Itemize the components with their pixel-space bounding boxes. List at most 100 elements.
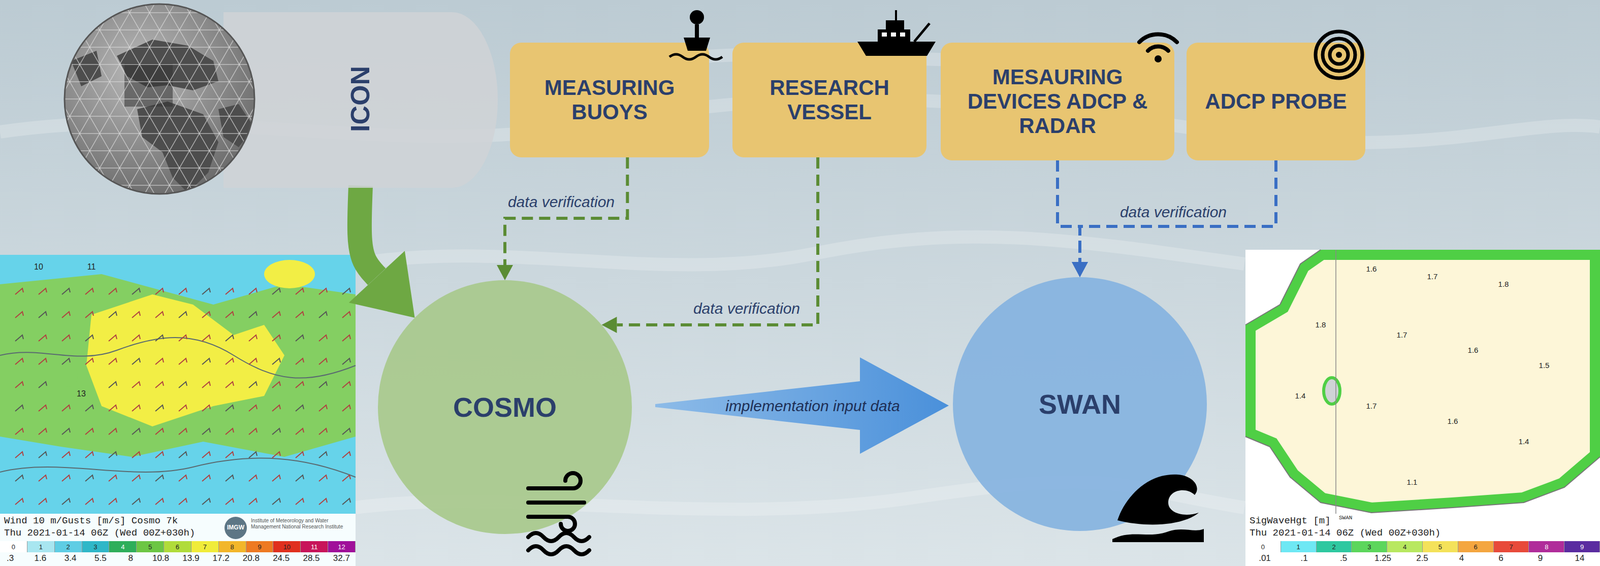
wind-barb: [272, 428, 281, 435]
wind-barb: [225, 381, 234, 389]
scale-value: 6: [1498, 553, 1503, 564]
wind-barb: [85, 498, 94, 505]
scale-value: 14: [1575, 553, 1585, 564]
mesh-line: [47, 115, 272, 117]
wind-barb: [108, 358, 117, 365]
legend-text: 11: [310, 543, 318, 552]
legend-swatch: 5: [1422, 541, 1459, 553]
wind-barb: [155, 452, 164, 459]
wind-barb: [108, 335, 117, 342]
wind-barb: [85, 335, 94, 342]
arrowhead: [1071, 262, 1088, 278]
globe-sphere: [64, 4, 255, 195]
arrow-shape: [655, 357, 949, 455]
mesh-line: [148, 0, 261, 171]
mesh-line: [47, 12, 272, 14]
mesh-line: [133, 19, 246, 213]
legend-text: 1: [1296, 543, 1301, 552]
scale-value: 1.4: [1518, 437, 1530, 446]
wind-barb: [178, 405, 187, 412]
source-box: ADCP PROBE: [1186, 42, 1366, 161]
legend-swatch: 11: [300, 541, 329, 553]
legend-swatch: 1: [27, 541, 55, 553]
wind-barb: [85, 475, 94, 482]
legend-text: 4: [1402, 543, 1407, 552]
mesh-line: [178, 45, 291, 239]
wind-barb: [132, 311, 141, 318]
wind-barb: [108, 405, 117, 412]
mesh-line: [58, 27, 171, 222]
wind-barb: [202, 381, 211, 389]
probe-ring: [1315, 31, 1363, 79]
wind-barb: [248, 288, 258, 295]
legend-text: 2: [66, 543, 70, 552]
scale-value: .1: [1300, 553, 1308, 564]
wind-zone: [264, 260, 315, 289]
scale-value: .3: [6, 553, 14, 564]
mesh-line: [118, 10, 231, 205]
scale-value: 1.6: [34, 553, 47, 564]
legend-swatch: 8: [1528, 541, 1565, 553]
wind-barb: [295, 405, 304, 412]
scale-value: 1.25: [1374, 553, 1392, 564]
wind-barb: [108, 475, 117, 482]
node-label: ADCP PROBE: [1204, 89, 1347, 114]
wind-barb: [295, 335, 304, 342]
wind-barb: [318, 311, 328, 318]
wind-icon: [528, 473, 590, 555]
legend-text: 7: [1509, 543, 1513, 552]
wind-barb: [108, 428, 117, 435]
imgw-logo: [224, 517, 247, 540]
wind-barb: [61, 452, 71, 459]
mesh-line: [47, 133, 272, 135]
wind-barb: [272, 405, 281, 412]
mesh-line: [47, 98, 272, 100]
source-box: RESEARCH VESSEL: [732, 42, 927, 158]
dashed-connector: [1057, 160, 1080, 263]
wind-zone: [0, 274, 356, 458]
map-title: SWAN: [1338, 515, 1353, 522]
model-circle: COSMO: [377, 280, 632, 535]
mesh-line: [73, 19, 186, 213]
mesh-line: [103, 2, 216, 196]
wind-stroke: [528, 517, 575, 532]
legend-text: 8: [230, 543, 235, 552]
legend-swatch: 1: [1281, 541, 1317, 553]
scale-value: 1.7: [1366, 401, 1378, 411]
dashed-connector: [504, 157, 628, 266]
wind-barb: [178, 335, 187, 342]
map-title-ground: [1245, 514, 1600, 566]
wind-barb: [178, 452, 187, 459]
mesh-line: [13, 53, 126, 248]
legend-text: 4: [120, 543, 125, 552]
wind-barb: [61, 475, 71, 482]
wave-stroke: [528, 533, 590, 542]
wind-barb: [61, 288, 71, 295]
probe-dot: [1335, 51, 1342, 58]
edge-label: implementation input data: [725, 397, 901, 415]
scale-value: 5.5: [94, 553, 107, 564]
wind-barb: [342, 381, 351, 389]
wind-barb: [202, 475, 211, 482]
coastal-band: [1245, 249, 1600, 514]
wireless-icon: [1139, 34, 1177, 63]
legend-text: 7: [203, 543, 207, 552]
wind-barb: [318, 358, 328, 365]
scale-value: 32.7: [333, 553, 350, 564]
vessel-window: [900, 32, 906, 37]
wave-icon: [1112, 474, 1204, 543]
legend-swatch: 5: [136, 541, 165, 553]
connector: [1057, 160, 1088, 278]
wave-base: [1112, 529, 1204, 543]
wind-barb: [38, 428, 47, 435]
coastline: [1245, 249, 1600, 514]
wind-barb: [38, 358, 47, 365]
scale-value: 11: [87, 262, 96, 272]
wind-barb: [155, 498, 164, 505]
legend-text: 3: [93, 543, 98, 552]
scale-value: .01: [1258, 553, 1271, 564]
connector: [1071, 160, 1276, 278]
wind-barb: [61, 358, 71, 365]
mesh-line: [28, 45, 141, 239]
scale-value: 28.5: [302, 553, 320, 564]
